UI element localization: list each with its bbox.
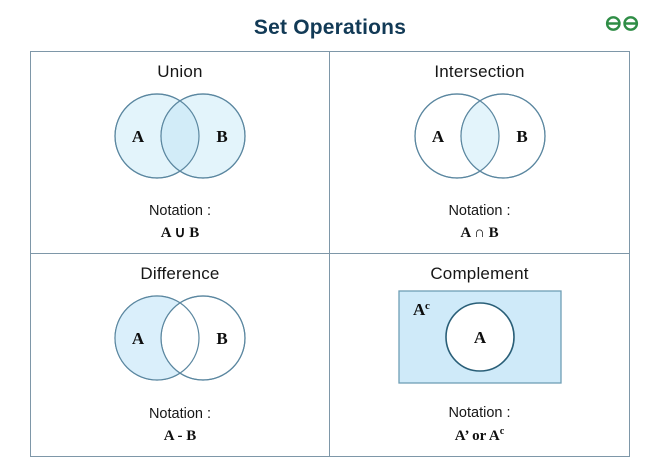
notation-label: Notation : bbox=[148, 203, 212, 220]
notation-value: A ∪ B bbox=[160, 224, 200, 241]
set-a-label: A bbox=[132, 329, 145, 348]
notation-complement: Notation : A’ or Ac bbox=[330, 404, 629, 446]
panel-union: Union A B Notation : A ∪ B bbox=[31, 52, 330, 254]
set-a-circle bbox=[444, 302, 515, 372]
set-a-label: A bbox=[431, 127, 444, 146]
notation-label: Notation : bbox=[148, 406, 212, 423]
notation-intersection: Notation : A ∩ B bbox=[330, 202, 629, 243]
geeksforgeeks-logo-icon bbox=[602, 14, 642, 38]
notation-difference: Notation : A - B bbox=[31, 405, 329, 446]
venn-diagram-intersection: A B bbox=[380, 84, 580, 193]
panel-difference: Difference A B N bbox=[31, 254, 330, 456]
complement-label-superscript: c bbox=[425, 300, 430, 312]
notation-value-main: A’ or A bbox=[454, 427, 500, 444]
panel-title-intersection: Intersection bbox=[434, 62, 525, 81]
set-a-label: A bbox=[473, 328, 486, 347]
notation-union: Notation : A ∪ B bbox=[31, 202, 329, 243]
notation-value-superscript: c bbox=[499, 425, 505, 437]
notation-value: A - B bbox=[163, 427, 197, 444]
panel-title-union: Union bbox=[157, 62, 203, 81]
complement-label: A bbox=[413, 300, 426, 319]
panel-title-complement: Complement bbox=[430, 264, 529, 283]
notation-value: A ∩ B bbox=[460, 224, 499, 241]
notation-label: Notation : bbox=[448, 405, 511, 422]
venn-diagram-difference: A B bbox=[80, 286, 280, 395]
page-title: Set Operations bbox=[253, 16, 407, 39]
panel-intersection: Intersection A B Notation : A ∩ B bbox=[330, 52, 629, 254]
notation-value: A’ or Ac bbox=[330, 425, 629, 446]
set-a-label: A bbox=[132, 127, 145, 146]
notation-label: Notation : bbox=[448, 203, 511, 220]
venn-diagram-union: A B bbox=[80, 84, 280, 193]
set-b-label: B bbox=[216, 329, 227, 348]
panel-title-difference: Difference bbox=[140, 264, 220, 283]
panel-complement: Complement A c A Notation : A’ or Ac bbox=[330, 254, 629, 456]
set-b-label: B bbox=[216, 127, 227, 146]
set-operations-grid: Union A B Notation : A ∪ B bbox=[30, 51, 630, 457]
set-b-label: B bbox=[516, 127, 527, 146]
venn-diagram-complement: A c A bbox=[380, 286, 580, 395]
